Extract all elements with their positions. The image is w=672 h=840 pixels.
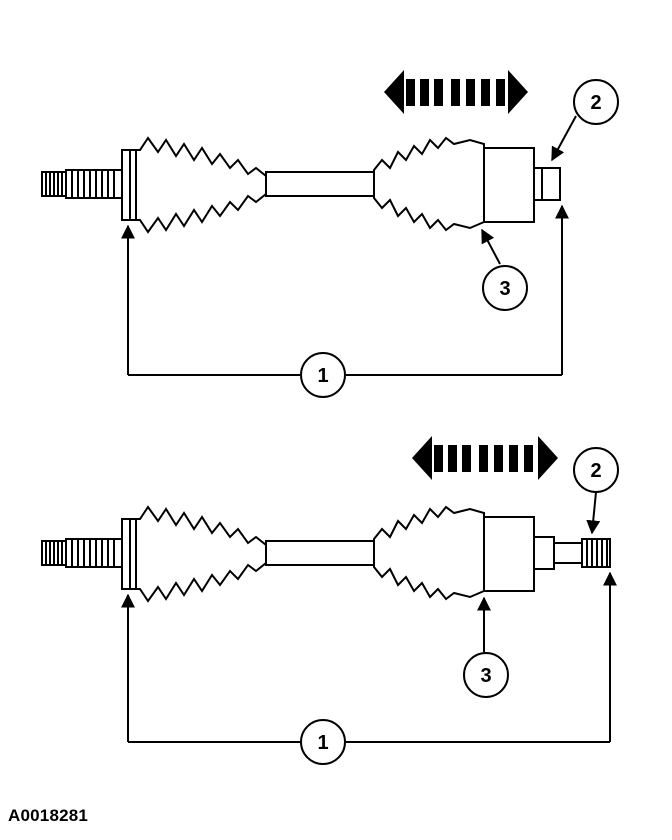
upper-cv-housing <box>483 147 535 223</box>
upper-movement-arrow <box>384 70 528 114</box>
upper-callout-2-label: 2 <box>590 92 601 114</box>
lower-cv-housing <box>483 516 535 592</box>
lower-leader-2 <box>586 491 601 535</box>
upper-callout-2: 2 <box>573 79 619 125</box>
upper-inboard-stub <box>533 167 561 201</box>
lower-dimension-line <box>121 571 617 743</box>
upper-callout-1-label: 1 <box>317 365 328 387</box>
upper-dimension-line <box>121 204 569 376</box>
figure-id: A0018281 <box>8 806 89 825</box>
upper-leader-3 <box>481 228 501 265</box>
upper-callout-1: 1 <box>300 352 346 398</box>
upper-inboard-boot <box>373 136 485 232</box>
upper-center-shaft <box>265 171 375 197</box>
lower-outboard-boot <box>121 505 267 603</box>
lower-movement-arrow <box>412 436 558 480</box>
lower-center-shaft <box>265 540 375 566</box>
lower-halfshaft <box>41 505 611 603</box>
upper-view: 1 2 3 <box>41 70 619 398</box>
upper-callout-3: 3 <box>482 265 528 311</box>
lower-inboard-boot <box>373 505 485 601</box>
lower-inboard-stub <box>553 542 583 564</box>
upper-leader-2 <box>551 115 577 162</box>
lower-view: 1 2 3 <box>41 436 619 765</box>
lower-callout-1-label: 1 <box>317 732 328 754</box>
lower-callout-2-label: 2 <box>590 460 601 482</box>
lower-callout-3-label: 3 <box>480 665 491 687</box>
upper-halfshaft <box>41 136 561 234</box>
lower-callout-2: 2 <box>573 447 619 493</box>
lower-callout-1: 1 <box>300 719 346 765</box>
upper-outboard-boot <box>121 136 267 234</box>
upper-callout-3-label: 3 <box>499 278 510 300</box>
lower-callout-3: 3 <box>463 652 509 698</box>
lower-inboard-collar <box>533 536 555 570</box>
